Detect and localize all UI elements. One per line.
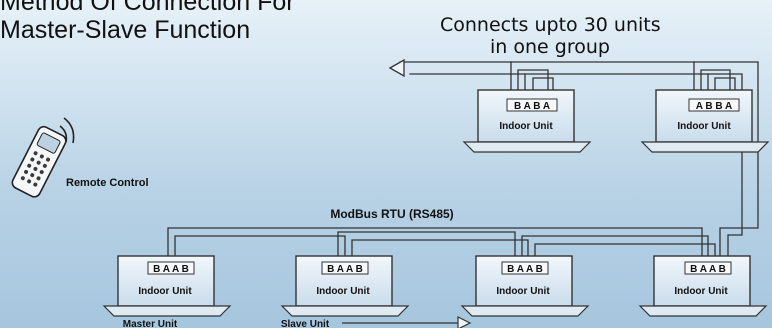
- bottom-unit-4-terminals: B A A B: [690, 264, 726, 275]
- group-wire-outer: [399, 61, 759, 259]
- group-note-line2: in one group: [490, 36, 610, 58]
- top-unit-1: B A B A Indoor Unit: [462, 89, 592, 153]
- top-unit-2: A B B A Indoor Unit: [640, 89, 770, 153]
- modbus-wiring: [167, 227, 716, 259]
- top-unit-1-terminals: B A B A: [514, 101, 550, 112]
- slave-unit-label: Slave Unit: [281, 319, 330, 328]
- bottom-unit-3-label: Indoor Unit: [496, 286, 550, 297]
- bottom-unit-2-label: Indoor Unit: [316, 286, 370, 297]
- diagram-title-line2: Master-Slave Function: [0, 16, 251, 44]
- slave-arrow: [342, 316, 472, 328]
- master-unit-label: Master Unit: [123, 319, 178, 328]
- diagram-title-line1: Method Of Connection For: [0, 0, 295, 16]
- remote-control-icon: [11, 125, 67, 198]
- bottom-unit-3: B A A B Indoor Unit: [460, 255, 590, 317]
- remote-signal-waves-icon: [59, 117, 75, 144]
- bottom-unit-1-terminals: B A A B: [153, 264, 189, 275]
- group-note: Connects upto 30 units in one group: [440, 14, 661, 58]
- group-wire-inner: [409, 73, 743, 259]
- bottom-unit-4: B A A B Indoor Unit: [638, 255, 768, 317]
- remote-control-label: Remote Control: [66, 177, 149, 189]
- bottom-unit-1: B A A B Indoor Unit: [102, 255, 232, 317]
- group-note-line1: Connects upto 30 units: [440, 14, 661, 36]
- bottom-unit-2: B A A B Indoor Unit: [280, 255, 410, 317]
- group-arrow-left: [388, 58, 405, 78]
- top-unit-2-terminals: A B B A: [696, 101, 732, 112]
- bottom-unit-4-label: Indoor Unit: [674, 286, 728, 297]
- top-unit-2-label: Indoor Unit: [677, 121, 731, 132]
- top-unit-1-label: Indoor Unit: [499, 121, 553, 132]
- bottom-unit-2-terminals: B A A B: [327, 264, 363, 275]
- modbus-label: ModBus RTU (RS485): [330, 207, 453, 221]
- bottom-unit-1-label: Indoor Unit: [138, 286, 192, 297]
- bottom-unit-3-terminals: B A A B: [507, 264, 543, 275]
